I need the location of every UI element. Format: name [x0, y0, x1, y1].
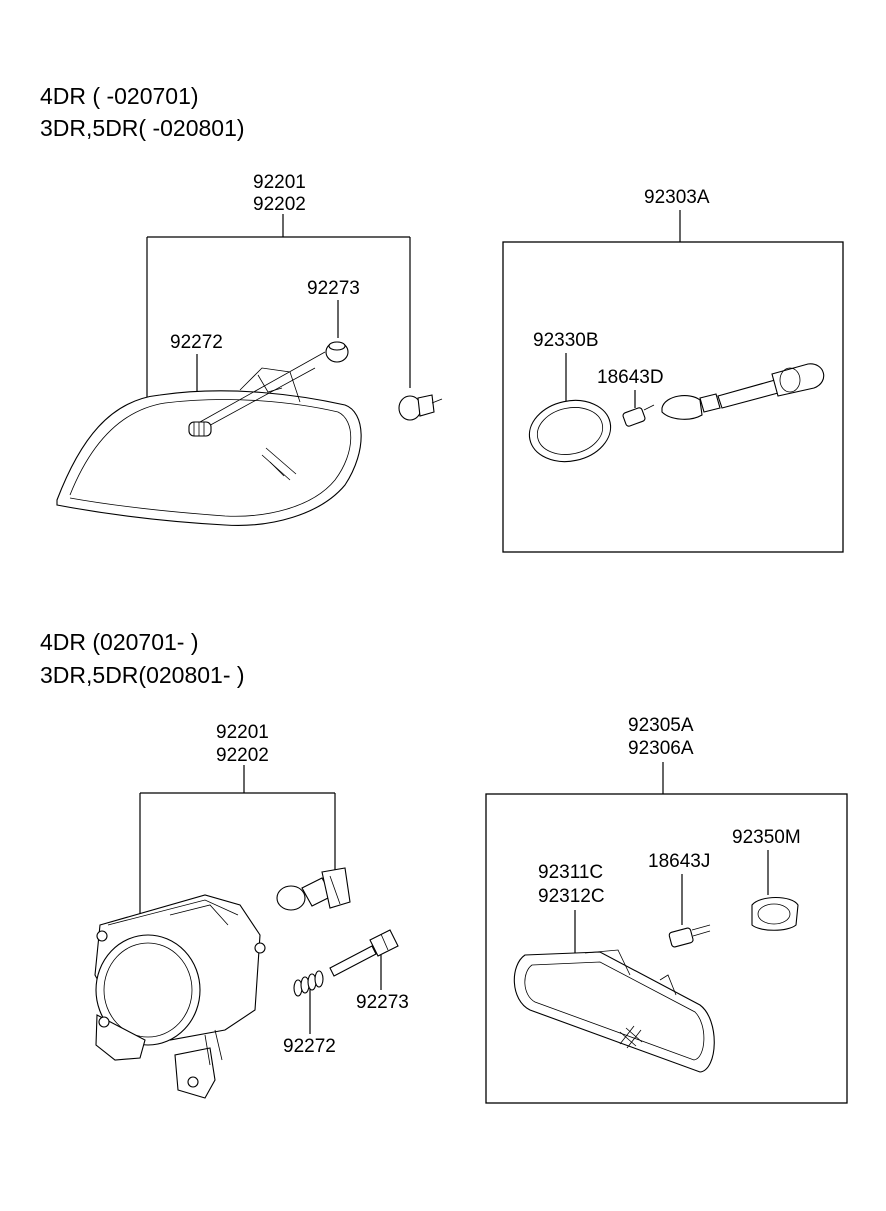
wedge-bulb-icon [398, 394, 443, 421]
section-2-heading-line-1: 4DR (020701- ) [40, 629, 199, 655]
section-2-heading-line-2: 3DR,5DR(020801- ) [40, 662, 245, 688]
side-repeater-2-lens-label-1: 92311C [538, 862, 603, 883]
headlamp-bracket [146, 214, 411, 420]
side-repeater-2-lens-label-2: 92312C [538, 886, 605, 907]
fog-spring-icon [293, 970, 324, 997]
socket-harness-icon [661, 363, 825, 420]
headlamp-drawing [56, 351, 362, 526]
section-1-heading-line-2: 3DR,5DR( -020801) [40, 115, 245, 141]
side-repeater-2-part-number-1: 92305A [628, 715, 694, 736]
side-repeater-1-box [502, 241, 844, 553]
side-repeater-2-box [485, 793, 848, 1104]
side-repeater-2-part-number-2: 92306A [628, 738, 694, 759]
side-repeater-1-lens-label: 92330B [533, 330, 599, 351]
side-repeater-1-bulb-label: 18643D [597, 367, 664, 388]
bulb-icon [325, 341, 349, 363]
section-1-heading-line-1: 4DR ( -020701) [40, 83, 199, 109]
fog-lamp-part-number-1: 92201 [216, 722, 269, 743]
fog-lamp-bracket [139, 765, 382, 1034]
headlamp-spring-label: 92272 [170, 332, 223, 353]
small-bulb-icon [622, 404, 655, 427]
fog-lamp-part-number-2: 92202 [216, 745, 269, 766]
fog-bulb-icon [276, 867, 351, 911]
lens-icon [528, 399, 612, 463]
side-repeater-1-part-number: 92303A [644, 187, 710, 208]
side-repeater-2-bulb-label: 18643J [648, 851, 710, 872]
fog-lamp-drawing [94, 894, 266, 1099]
fog-lamp-spring-label: 92272 [283, 1036, 336, 1057]
headlamp-part-number-2: 92202 [253, 194, 306, 215]
side-lens-icon [513, 949, 715, 1073]
socket-icon [751, 896, 799, 931]
fog-lamp-bolt-label: 92273 [356, 992, 409, 1013]
headlamp-bulb-label: 92273 [307, 278, 360, 299]
spring-icon [188, 421, 212, 437]
side-repeater-2-socket-label: 92350M [732, 827, 801, 848]
headlamp-part-number-1: 92201 [253, 172, 306, 193]
adjust-bolt-icon [329, 929, 399, 977]
wedge-bulb-2-icon [668, 924, 711, 948]
